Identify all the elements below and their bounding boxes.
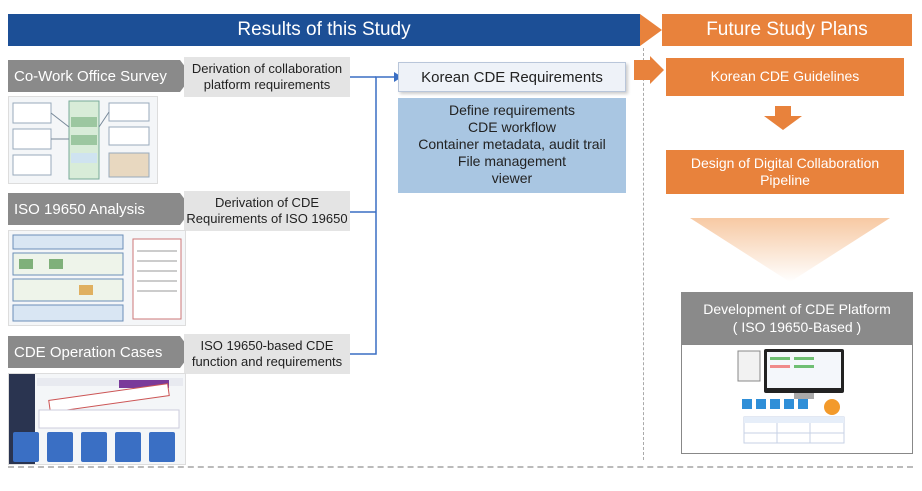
survey-flowchart-graphic — [12, 100, 150, 180]
results-banner-label: Results of this Study — [237, 19, 411, 40]
requirement-item: CDE workflow — [468, 119, 556, 135]
requirement-item: File management — [457, 153, 567, 169]
iso-analysis-label: ISO 19650 Analysis — [8, 193, 180, 225]
results-banner: Results of this Study — [8, 14, 640, 46]
korean-cde-requirements-box: Korean CDE Requirements — [398, 62, 626, 92]
requirement-item: viewer — [491, 170, 533, 186]
co-work-survey-label: Co-Work Office Survey — [8, 60, 180, 92]
down-arrow-icon — [775, 106, 791, 116]
cde-platform-graphic — [737, 349, 845, 444]
cde-operation-graphic — [9, 374, 183, 464]
to-guidelines-arrow-icon — [634, 60, 652, 80]
cde-platform-image — [681, 344, 913, 454]
requirements-list: Define requirements CDE workflow Contain… — [398, 98, 626, 193]
future-banner: Future Study Plans — [662, 14, 912, 46]
requirement-item: Container metadata, audit trail — [418, 136, 606, 152]
down-arrowhead-icon — [764, 116, 802, 130]
iso-diagram-graphic — [12, 234, 182, 322]
banner-arrow-icon — [640, 14, 662, 46]
iso-diagram-image — [8, 230, 186, 326]
chevron-down-icon — [690, 218, 890, 282]
cde-operation-screenshot — [8, 373, 186, 465]
bottom-divider — [8, 466, 913, 468]
connector-row3 — [350, 76, 394, 355]
requirement-item: Define requirements — [448, 102, 576, 118]
to-guidelines-arrowhead-icon — [650, 56, 664, 84]
section-divider — [643, 48, 644, 460]
future-banner-label: Future Study Plans — [706, 19, 868, 40]
korean-cde-guidelines-box: Korean CDE Guidelines — [666, 58, 904, 96]
cde-platform-title: Development of CDE Platform ( ISO 19650-… — [681, 292, 913, 344]
survey-flowchart-image — [8, 96, 158, 184]
cde-operation-label: CDE Operation Cases — [8, 336, 180, 368]
